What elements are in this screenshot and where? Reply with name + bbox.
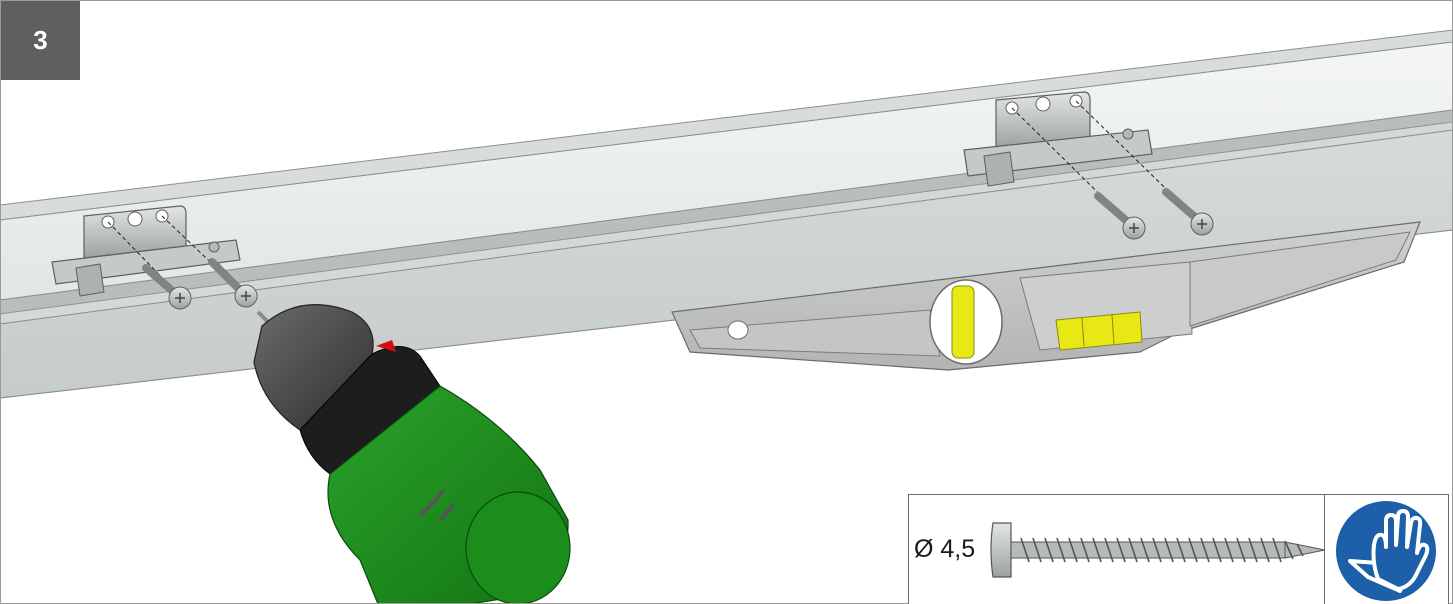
step-number-badge: 3 [1,1,80,80]
hinge-bracket-left [51,205,247,299]
glove-requirement-panel [1325,494,1449,604]
screw-spec-panel: Ø 4,5 [908,494,1325,604]
step-number: 3 [33,25,48,55]
screw-diameter-label: Ø 4,5 [914,535,976,563]
spirit-level [671,221,1421,371]
pan-head-screw-icon [990,522,1325,578]
hinge-bracket-right [963,91,1203,229]
screw-right-1 [1094,192,1146,240]
protective-gloves-icon [1336,501,1436,601]
cordless-drill [253,303,571,604]
screw-right-2 [1162,188,1214,236]
screw-left-1 [142,264,192,310]
screw-left-2 [208,258,258,308]
